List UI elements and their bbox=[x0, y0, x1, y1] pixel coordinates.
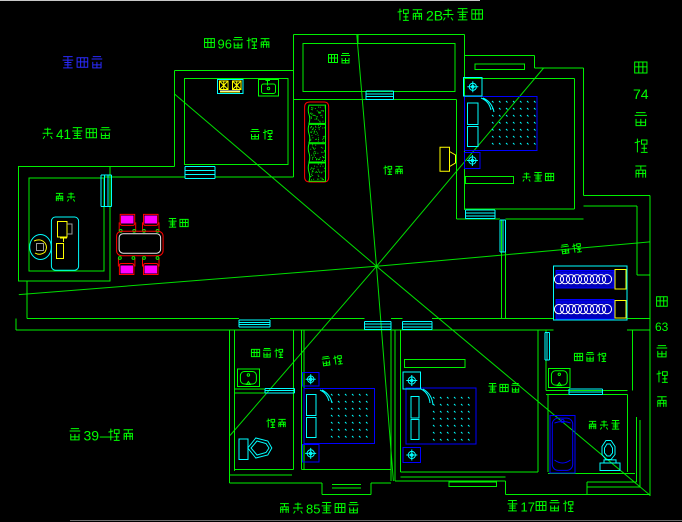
svg-text:63: 63 bbox=[655, 320, 669, 334]
svg-text:17: 17 bbox=[521, 499, 535, 514]
svg-text:85: 85 bbox=[306, 501, 320, 516]
svg-text:41: 41 bbox=[56, 127, 71, 142]
svg-text:2B: 2B bbox=[426, 7, 443, 23]
svg-text:—: — bbox=[100, 427, 114, 443]
svg-text:96: 96 bbox=[218, 36, 232, 51]
svg-text:39: 39 bbox=[84, 427, 100, 443]
svg-text:74: 74 bbox=[633, 86, 649, 102]
